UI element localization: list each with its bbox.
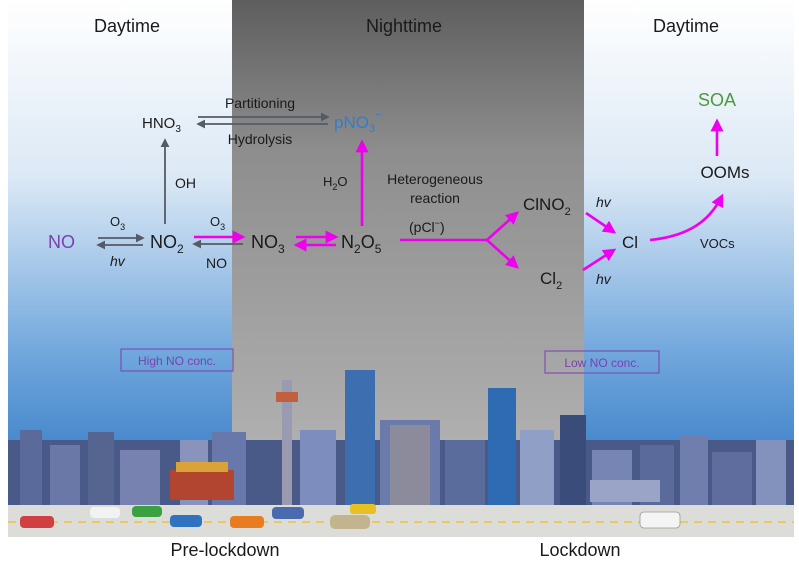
label-reaction: reaction	[410, 190, 460, 206]
species-pno3: pNO3−	[334, 109, 382, 135]
label-o3-left: O3	[110, 214, 125, 232]
species-no3: NO3	[251, 232, 285, 256]
arrow-cl-to-ooms	[649, 193, 724, 242]
header-nighttime: Nighttime	[366, 16, 442, 36]
label-oh: OH	[175, 175, 196, 191]
label-h2o: H2O	[323, 174, 348, 192]
arrow-clno2-to-cl	[585, 211, 617, 234]
label-hydrolysis: Hydrolysis	[228, 131, 293, 147]
species-cl2: Cl2	[540, 269, 562, 292]
label-vocs: VOCs	[700, 236, 735, 251]
species-ooms: OOMs	[700, 163, 749, 182]
label-hv-cl2: hv	[596, 271, 612, 287]
label-o3-mid: O3	[210, 214, 225, 232]
species-clno2: ClNO2	[523, 195, 571, 218]
city-skyline-illustration	[8, 370, 794, 510]
badge-high-no	[120, 348, 234, 372]
species-no2: NO2	[150, 232, 184, 256]
species-hno3: HNO3	[142, 115, 181, 135]
daytime-left-panel	[8, 0, 232, 510]
arrow-to-cl2	[486, 239, 519, 269]
species-cl: Cl	[622, 233, 638, 252]
label-no-back: NO	[206, 255, 227, 271]
footer-pre-lockdown: Pre-lockdown	[170, 540, 279, 560]
species-soa: SOA	[698, 90, 736, 110]
label-hv-clno2: hv	[596, 194, 612, 210]
daytime-right-panel	[584, 0, 794, 510]
arrow-cl2-to-cl	[582, 248, 617, 272]
species-no: NO	[48, 232, 75, 252]
header-daytime-left: Daytime	[94, 16, 160, 36]
badge-low-no-text: Low NO conc.	[564, 356, 639, 370]
footer-lockdown: Lockdown	[539, 540, 620, 560]
label-hv-left: hv	[110, 253, 126, 269]
species-n2o5: N2O5	[341, 232, 382, 256]
badge-low-no	[544, 350, 660, 374]
badge-high-no-text: High NO conc.	[138, 354, 216, 368]
traffic-illustration	[20, 504, 681, 529]
label-partitioning: Partitioning	[225, 95, 295, 111]
header-daytime-right: Daytime	[653, 16, 719, 36]
label-pcl: (pCl−)	[409, 218, 445, 235]
arrow-to-clno2	[486, 211, 519, 241]
label-heterogeneous: Heterogeneous	[387, 171, 483, 187]
